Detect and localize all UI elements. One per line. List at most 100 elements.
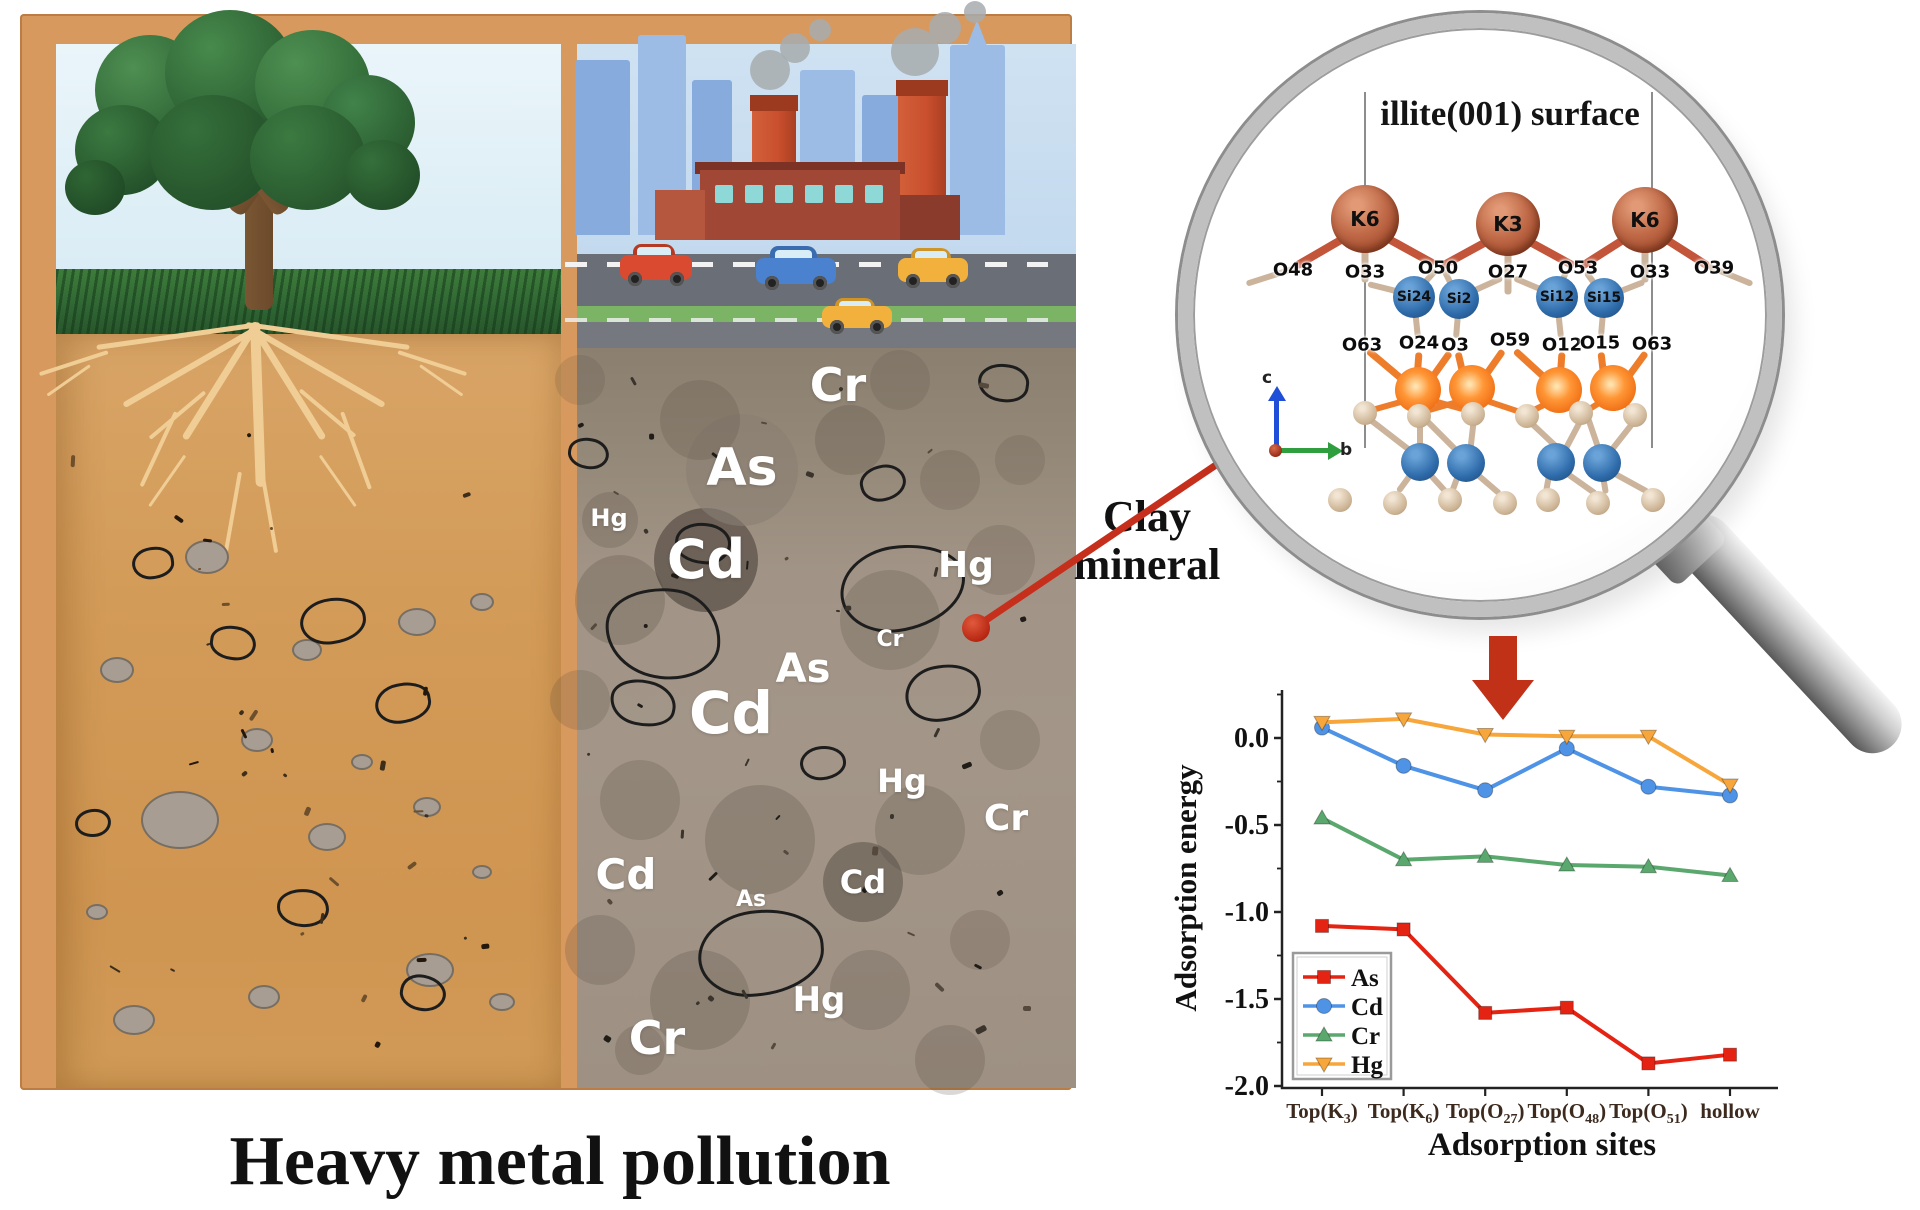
smoke-puff xyxy=(964,1,986,23)
smoke-puff xyxy=(780,33,810,63)
axis-origin-dot xyxy=(1269,444,1282,457)
soil-blob xyxy=(995,435,1045,485)
grass-band xyxy=(56,269,561,334)
svg-text:Top(K3): Top(K3) xyxy=(1286,1099,1358,1127)
atom-ot xyxy=(1623,403,1647,427)
atom-si: Si12 xyxy=(1536,276,1578,318)
car-blue xyxy=(756,246,836,290)
atom-ot xyxy=(1536,488,1560,512)
unit-cell-line xyxy=(1651,92,1653,448)
atom-ot xyxy=(1569,401,1593,425)
soil-stone xyxy=(113,1005,155,1035)
atom-ot xyxy=(1438,488,1462,512)
oxygen-site-label: O24 xyxy=(1398,332,1440,354)
soil-metal-label: Cr xyxy=(628,1011,686,1065)
soil-metal-label: As xyxy=(706,438,778,498)
smoke-puff xyxy=(929,12,961,44)
down-arrow-head xyxy=(1472,680,1534,720)
soil-metal-label: Hg xyxy=(938,545,994,586)
healthy-soil-panel xyxy=(56,334,561,1088)
illite-surface-title: illite(001) surface xyxy=(1380,94,1640,133)
soil-blob xyxy=(920,450,980,510)
soil-metal-label: Cr xyxy=(876,627,904,652)
soil-stone xyxy=(185,540,229,574)
atom-si xyxy=(1583,444,1621,482)
svg-text:Top(O27): Top(O27) xyxy=(1446,1099,1525,1127)
car-yellow xyxy=(898,248,968,288)
soil-blob xyxy=(650,950,750,1050)
soil-blob xyxy=(950,910,1010,970)
factory-window xyxy=(805,185,823,203)
atom-k: K3 xyxy=(1476,192,1540,256)
soil-blob xyxy=(815,405,885,475)
soil-stone xyxy=(141,791,219,849)
tree-canopy xyxy=(250,105,365,210)
svg-text:Adsorption energy: Adsorption energy xyxy=(1168,764,1203,1012)
soil-blob xyxy=(830,950,910,1030)
svg-text:As: As xyxy=(1351,965,1379,992)
soil-metal-label: Cd xyxy=(595,850,657,899)
soil-blob xyxy=(600,760,680,840)
soil-blob xyxy=(915,1025,985,1095)
axis-c-arrowhead xyxy=(1268,386,1286,401)
tree-canopy xyxy=(65,160,125,215)
smoke-puff xyxy=(809,19,831,41)
soil-stone xyxy=(241,728,273,752)
car-red xyxy=(620,244,692,286)
svg-text:-1.0: -1.0 xyxy=(1225,897,1269,928)
building-silhouette xyxy=(575,60,630,235)
soil-stone xyxy=(406,953,454,987)
oxygen-site-label: O15 xyxy=(1579,332,1621,354)
atom-si: Si15 xyxy=(1584,278,1624,318)
soil-metal-label: Hg xyxy=(792,980,846,1020)
soil-metal-label: Cd xyxy=(666,528,746,591)
svg-text:Top(O48): Top(O48) xyxy=(1528,1099,1607,1127)
svg-text:Top(K6): Top(K6) xyxy=(1368,1099,1440,1127)
soil-stone xyxy=(489,993,515,1011)
oxygen-site-label: O39 xyxy=(1693,257,1735,279)
atom-ot xyxy=(1493,491,1517,515)
soil-blob xyxy=(705,785,815,895)
atom-si xyxy=(1537,443,1575,481)
factory-window xyxy=(775,185,793,203)
atom-ot xyxy=(1328,488,1352,512)
soil-stone xyxy=(248,985,280,1009)
soil-stone xyxy=(100,657,134,683)
soil-stone xyxy=(86,904,108,920)
soil-metal-label: Cd xyxy=(839,863,887,901)
atom-ot xyxy=(1407,404,1431,428)
atom-ot xyxy=(1383,491,1407,515)
soil-metal-label: Hg xyxy=(590,504,628,532)
axis-c-label: c xyxy=(1262,368,1273,388)
soil-dark-circle xyxy=(823,842,903,922)
factory-annex xyxy=(655,190,705,240)
soil-metal-label: Hg xyxy=(877,762,927,800)
axis-c-arrow xyxy=(1274,400,1279,450)
atom-ot xyxy=(1586,491,1610,515)
soil-dark-circle xyxy=(686,414,798,526)
svg-text:Top(O51): Top(O51) xyxy=(1609,1099,1688,1127)
figure-title: Heavy metal pollution xyxy=(229,1123,891,1200)
soil-stone xyxy=(351,754,373,770)
atom-al xyxy=(1590,365,1636,411)
tree-canopy xyxy=(345,140,420,210)
svg-text:Adsorption sites: Adsorption sites xyxy=(1428,1127,1656,1163)
down-arrow-icon xyxy=(1489,636,1517,682)
atom-si: Si24 xyxy=(1393,276,1435,318)
svg-text:-1.5: -1.5 xyxy=(1225,984,1269,1015)
soil-blob xyxy=(575,555,665,645)
factory-window xyxy=(745,185,763,203)
oxygen-site-label: O50 xyxy=(1417,257,1459,279)
factory-annex xyxy=(900,195,960,240)
polluted-soil-panel xyxy=(577,348,1076,1088)
svg-text:-0.5: -0.5 xyxy=(1225,810,1269,841)
soil-stone xyxy=(472,865,492,879)
factory-window xyxy=(715,185,733,203)
oxygen-site-label: O33 xyxy=(1629,261,1671,283)
soil-metal-label: Cd xyxy=(688,679,774,747)
